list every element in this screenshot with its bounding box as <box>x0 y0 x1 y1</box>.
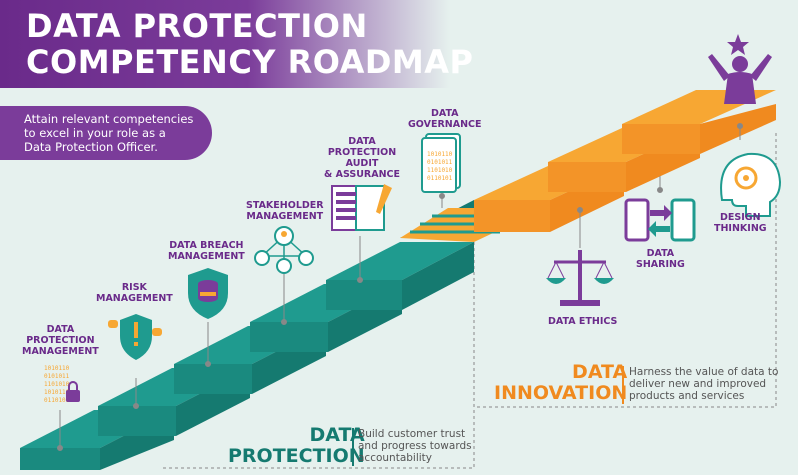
innovation-separator <box>622 366 624 404</box>
svg-text:0101011: 0101011 <box>427 159 453 166</box>
shield-database-icon <box>188 268 228 319</box>
svg-text:0110101: 0110101 <box>44 397 70 404</box>
header-banner <box>0 0 450 88</box>
step-pins <box>57 123 743 451</box>
svg-text:1010110: 1010110 <box>44 389 70 396</box>
shield-alert-icon <box>108 314 162 360</box>
svg-text:0101011: 0101011 <box>44 373 70 380</box>
svg-text:0110101: 0110101 <box>427 175 453 182</box>
document-binary-icon: 1010110 0101011 1101010 0110101 <box>421 133 461 193</box>
svg-text:1101010: 1101010 <box>427 167 453 174</box>
checklist-pen-icon <box>331 184 392 231</box>
svg-text:1010110: 1010110 <box>44 365 70 372</box>
teal-steps <box>20 200 478 470</box>
svg-text:1101010: 1101010 <box>44 381 70 388</box>
innovation-description: Harness the value of data to deliver new… <box>629 366 779 402</box>
label-data-ethics: DATA ETHICS <box>548 316 618 327</box>
protection-dashed-border <box>160 230 475 469</box>
protection-separator <box>352 428 354 466</box>
head-gear-icon <box>720 152 782 217</box>
protection-description: Build customer trust and progress toward… <box>358 428 472 464</box>
page-title: DATA PROTECTION COMPETENCY ROADMAP <box>26 7 474 81</box>
network-people-icon <box>254 226 314 274</box>
section-title-innovation: DATA INNOVATION <box>494 361 628 404</box>
binary-lock-icon: 1010110 0101011 1101010 1010110 0110101 <box>44 365 80 404</box>
intro-callout: Attain relevant competencies to excel in… <box>0 106 212 160</box>
scales-icon <box>546 250 614 306</box>
devices-exchange-icon <box>624 198 696 242</box>
section-title-protection: DATA PROTECTION <box>228 424 365 467</box>
svg-text:1010110: 1010110 <box>427 151 453 158</box>
person-star-icon <box>708 34 772 104</box>
